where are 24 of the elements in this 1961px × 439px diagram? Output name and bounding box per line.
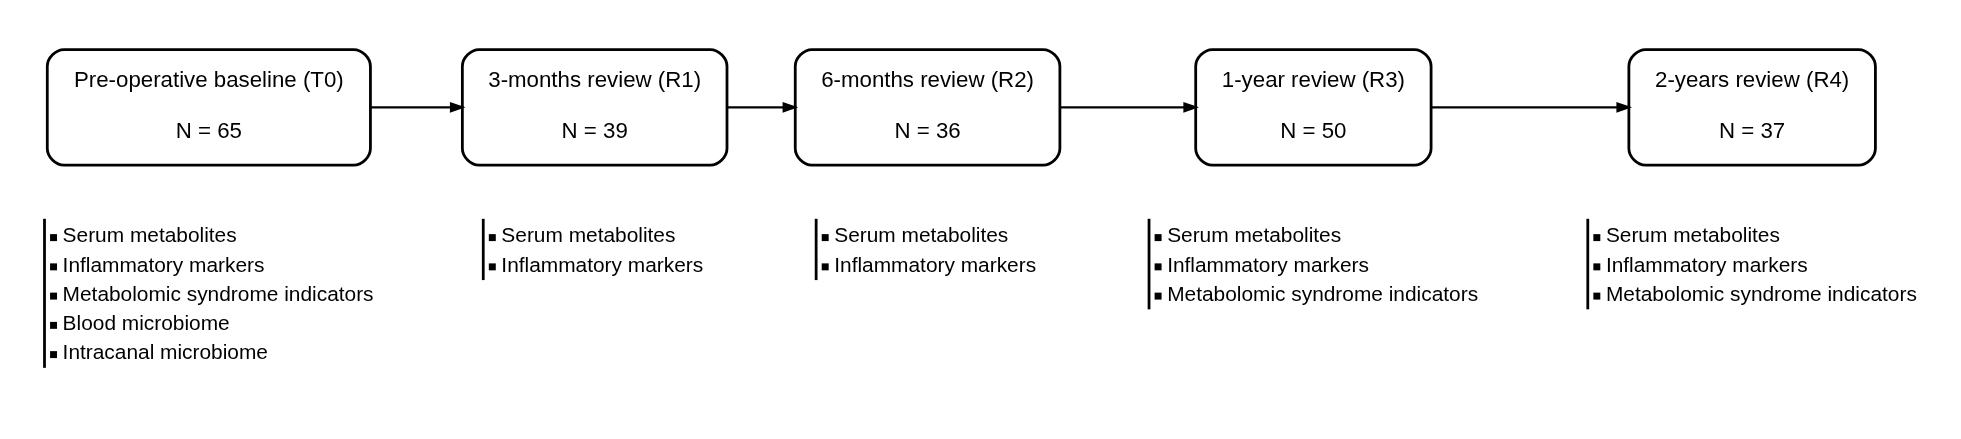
node-box: 1-year review (R3) N = 50 (1194, 48, 1433, 167)
node-label: Metabolomic syndrome indicators (1167, 281, 1479, 305)
node-label: Blood microbiome (62, 311, 230, 335)
node-label: Metabolomic syndrome indicators (1605, 281, 1917, 305)
node-label: Serum metabolites (1605, 223, 1780, 247)
node-label: Serum metabolites (501, 223, 676, 247)
arrow (727, 101, 799, 113)
node-label: Intracanal microbiome (62, 340, 268, 364)
node-box: 6-months review (R2) N = 36 (793, 48, 1062, 167)
node-box: 2-years review (R4) N = 37 (1627, 48, 1877, 167)
node-label: Inflammatory markers (501, 252, 704, 276)
node-label: Inflammatory markers (834, 252, 1037, 276)
arrow (1431, 101, 1633, 113)
node-label: Inflammatory markers (1605, 252, 1808, 276)
node-label: Serum metabolites (834, 223, 1009, 247)
node-box: Pre-operative baseline (T0) N = 65 (45, 48, 372, 167)
arrow (370, 101, 466, 113)
node-label: Serum metabolites (1167, 223, 1342, 247)
node-label: Inflammatory markers (62, 252, 265, 276)
node-box: 3-months review (R1) N = 39 (460, 48, 729, 167)
node-label: Metabolomic syndrome indicators (62, 281, 374, 305)
node-label: Inflammatory markers (1167, 252, 1369, 276)
arrow (1060, 101, 1199, 113)
node-label: Serum metabolites (62, 223, 237, 247)
